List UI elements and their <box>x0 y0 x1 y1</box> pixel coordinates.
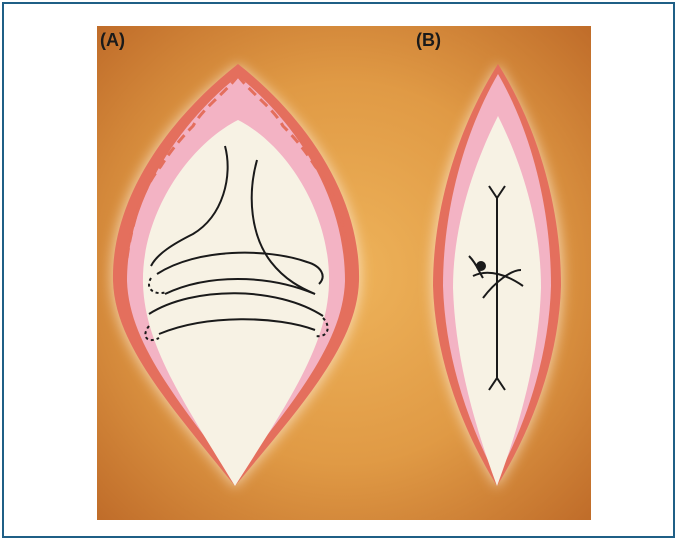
panel-a-label: (A) <box>100 30 125 51</box>
wound-closure-illustration <box>97 26 591 520</box>
panel-b-label: (B) <box>416 30 441 51</box>
